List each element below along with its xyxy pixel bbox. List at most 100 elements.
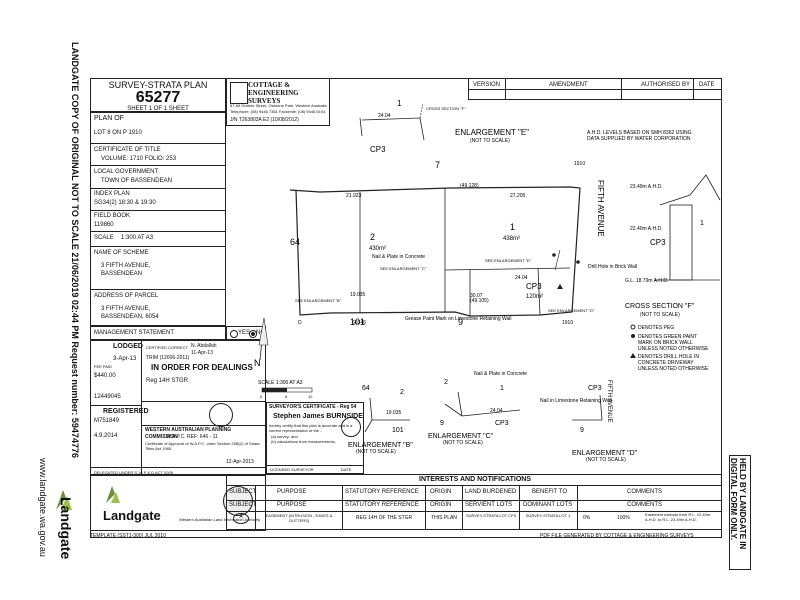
surveyor-cert-title: SURVEYOR'S CERTIFICATE - Reg 54	[269, 404, 357, 410]
ref-60346: 60346	[352, 320, 366, 326]
management-label: MANAGEMENT STATEMENT	[94, 330, 175, 336]
svg-text:G.L. 18.79m A.H.D.: G.L. 18.79m A.H.D.	[625, 278, 668, 284]
firm-reference: J/N T263803A E2 (10/08/2012)	[230, 117, 299, 123]
svg-text:24.04: 24.04	[490, 408, 503, 414]
enl-e-dim: 24.04	[378, 113, 391, 119]
col-subject: SUBJECT	[229, 489, 257, 495]
wapc-seal	[209, 403, 233, 427]
cross-section-title: CROSS SECTION "F"	[625, 303, 695, 310]
fifth-avenue-label: FIFTH AVENUE	[596, 180, 605, 237]
enlargement-d-sketch	[572, 394, 603, 421]
svg-text:12: 12	[308, 394, 313, 399]
enlargement-c-sketch	[444, 391, 521, 417]
yes-radio[interactable]	[230, 330, 238, 338]
ref-1910-top: 1910	[574, 161, 585, 167]
landgate-side-brand: Landgate	[58, 497, 74, 560]
registration-date: 4.9.2014	[94, 433, 118, 439]
surveyor-seal	[341, 417, 361, 437]
ahd-note-2: DATA SUPPLIED BY WATER CORPORATION	[587, 136, 691, 142]
svg-text:6: 6	[285, 394, 288, 399]
peg-marker	[552, 253, 556, 257]
parcel-address-line2: BASSENDEAN, 6054	[101, 314, 159, 320]
col-land-burdened: LAND BURDENED	[465, 489, 517, 495]
plan-number: 65277	[135, 89, 181, 106]
date-label: DATE	[699, 82, 715, 88]
svg-text:0: 0	[260, 394, 263, 399]
dim-24: 24.04	[515, 275, 528, 281]
drill-hole-note: Drill Hole in Brick Wall	[588, 264, 637, 270]
landgate-copy-stamp: LANDGATE COPY OF ORIGINAL NOT TO SCALE 2…	[70, 42, 80, 458]
amendment-table: VERSION AMENDMENT AUTHORISED BY DATE	[468, 78, 722, 100]
registered-label: REGISTERED	[103, 408, 149, 415]
enl-e-lot: 1	[397, 100, 402, 108]
cert-title-value: VOLUME: 1710 FOLIO: 253	[101, 156, 177, 162]
enlargement-b-title: ENLARGEMENT "B"	[348, 442, 413, 449]
index-plan-value: SG34(2) 18:30 & 19:30	[94, 200, 156, 206]
dim-bottom-1: 19.035	[350, 292, 366, 298]
see-enl-b: SEE ENLARGEMENT "B"	[295, 298, 342, 303]
landgate-url[interactable]: www.landgate.wa.gov.au	[38, 458, 48, 557]
surveyor-name: Stephen James BURNSIDE	[273, 413, 363, 420]
svg-text:UNLESS NOTED OTHERWISE: UNLESS NOTED OTHERWISE	[638, 366, 709, 372]
svg-text:UNLESS NOTED OTHERWISE: UNLESS NOTED OTHERWISE	[638, 346, 709, 352]
landgate-subtitle: Western Australian Land Information Auth…	[179, 517, 261, 522]
svg-text:(NOT TO SCALE): (NOT TO SCALE)	[443, 440, 483, 446]
local-gov-label: LOCAL GOVERNMENT	[94, 169, 159, 175]
interests-table: INTERESTS AND NOTIFICATIONS SUBJECT PURP…	[226, 474, 722, 530]
svg-text:101: 101	[392, 427, 404, 434]
parcel-address-label: ADDRESS OF PARCEL	[94, 293, 159, 299]
svg-text:N: N	[254, 358, 261, 368]
svg-text:DENOTES DRILL HOLE IN: DENOTES DRILL HOLE IN	[638, 354, 699, 360]
firm-logo-icon	[230, 82, 248, 104]
cp3-area: 120m²	[526, 294, 543, 300]
no-radio[interactable]	[249, 330, 257, 338]
lodgement-number: 12449045	[94, 394, 121, 400]
lot-2-area: 430m²	[369, 246, 386, 252]
plan-of-label: PLAN OF	[94, 115, 124, 122]
subhead-dominant: DOMINANT LOTS	[523, 502, 573, 508]
pdf-footer: PDF FILE GENERATED BY COTTAGE & ENGINEER…	[540, 533, 694, 539]
delegated-note: DELEGATED UNDER S.16 P & D ACT 2005	[94, 470, 173, 475]
dim-top-1: 21.923	[346, 193, 362, 199]
cp3-label: CP3	[526, 282, 542, 291]
col-statutory: STATUTORY REFERENCE	[345, 489, 419, 495]
lot-101: 101	[350, 317, 365, 327]
enlargement-c-title: ENLARGEMENT "C"	[428, 433, 494, 440]
nail-plate-note: Nail & Plate in Concrete	[372, 254, 425, 260]
scale-bar-label: SCALE 1:300 AT A3	[258, 380, 303, 386]
svg-text:19.035: 19.035	[386, 410, 402, 416]
survey-plan-drawing: 24.04 1 CROSS SECTION "F" CP3 ENLARGEMEN…	[254, 100, 721, 463]
fee-amount: $440.00	[94, 373, 116, 379]
svg-text:CP3: CP3	[588, 385, 602, 392]
svg-text:(NOT TO SCALE): (NOT TO SCALE)	[356, 449, 396, 455]
certified-label: CERTIFIED CORRECT	[146, 345, 188, 350]
enl-e-see-cross: CROSS SECTION "F"	[426, 106, 466, 111]
svg-text:22.40m A.H.D.: 22.40m A.H.D.	[630, 226, 663, 232]
col-origin: ORIGIN	[430, 489, 452, 495]
svg-text:(NOT TO SCALE): (NOT TO SCALE)	[640, 312, 680, 318]
surveyor-text: hereby certify that this plan is accurat…	[269, 423, 353, 433]
row-subject: A	[233, 513, 249, 524]
svg-text:CP3: CP3	[495, 420, 509, 427]
firm-name: COTTAGE & ENGINEERING SURVEYS	[248, 81, 299, 105]
lot-1: 1	[510, 222, 515, 232]
lodgement-block: LODGED 3-Apr-13 FEE PAID $440.00 1244904…	[90, 340, 266, 475]
fee-paid-label: FEE PAID	[94, 364, 112, 369]
row-origin: THIS PLAN	[431, 515, 457, 521]
lodged-date: 3-Apr-13	[113, 356, 137, 362]
index-plan-label: INDEX PLAN	[94, 191, 130, 197]
surveyor-item-b: (b) calculations from measurements,	[271, 439, 336, 444]
lot-1-area: 438m²	[503, 236, 520, 242]
peg-legend-icon	[630, 324, 636, 330]
wapc-title: WESTERN AUSTRALIAN PLANNING COMMISSION	[145, 427, 232, 440]
lodged-label: LODGED	[113, 343, 143, 350]
field-book-value: 119860	[94, 222, 114, 228]
scale-label: SCALE	[94, 235, 114, 241]
in-order-label: IN ORDER FOR DEALINGS	[151, 363, 253, 372]
enlargement-e-nts: (NOT TO SCALE)	[470, 138, 510, 144]
row-statutory: REG 14H OF THE STGR	[355, 515, 413, 521]
ahd-note-1: A.H.D. LEVELS BASED ON SMH 8362 USING	[587, 130, 692, 136]
svg-text:FIFTH AVENUE: FIFTH AVENUE	[606, 380, 612, 423]
registration-number: M751849	[94, 418, 120, 424]
dim-bottom-2: 30.07	[470, 293, 483, 299]
